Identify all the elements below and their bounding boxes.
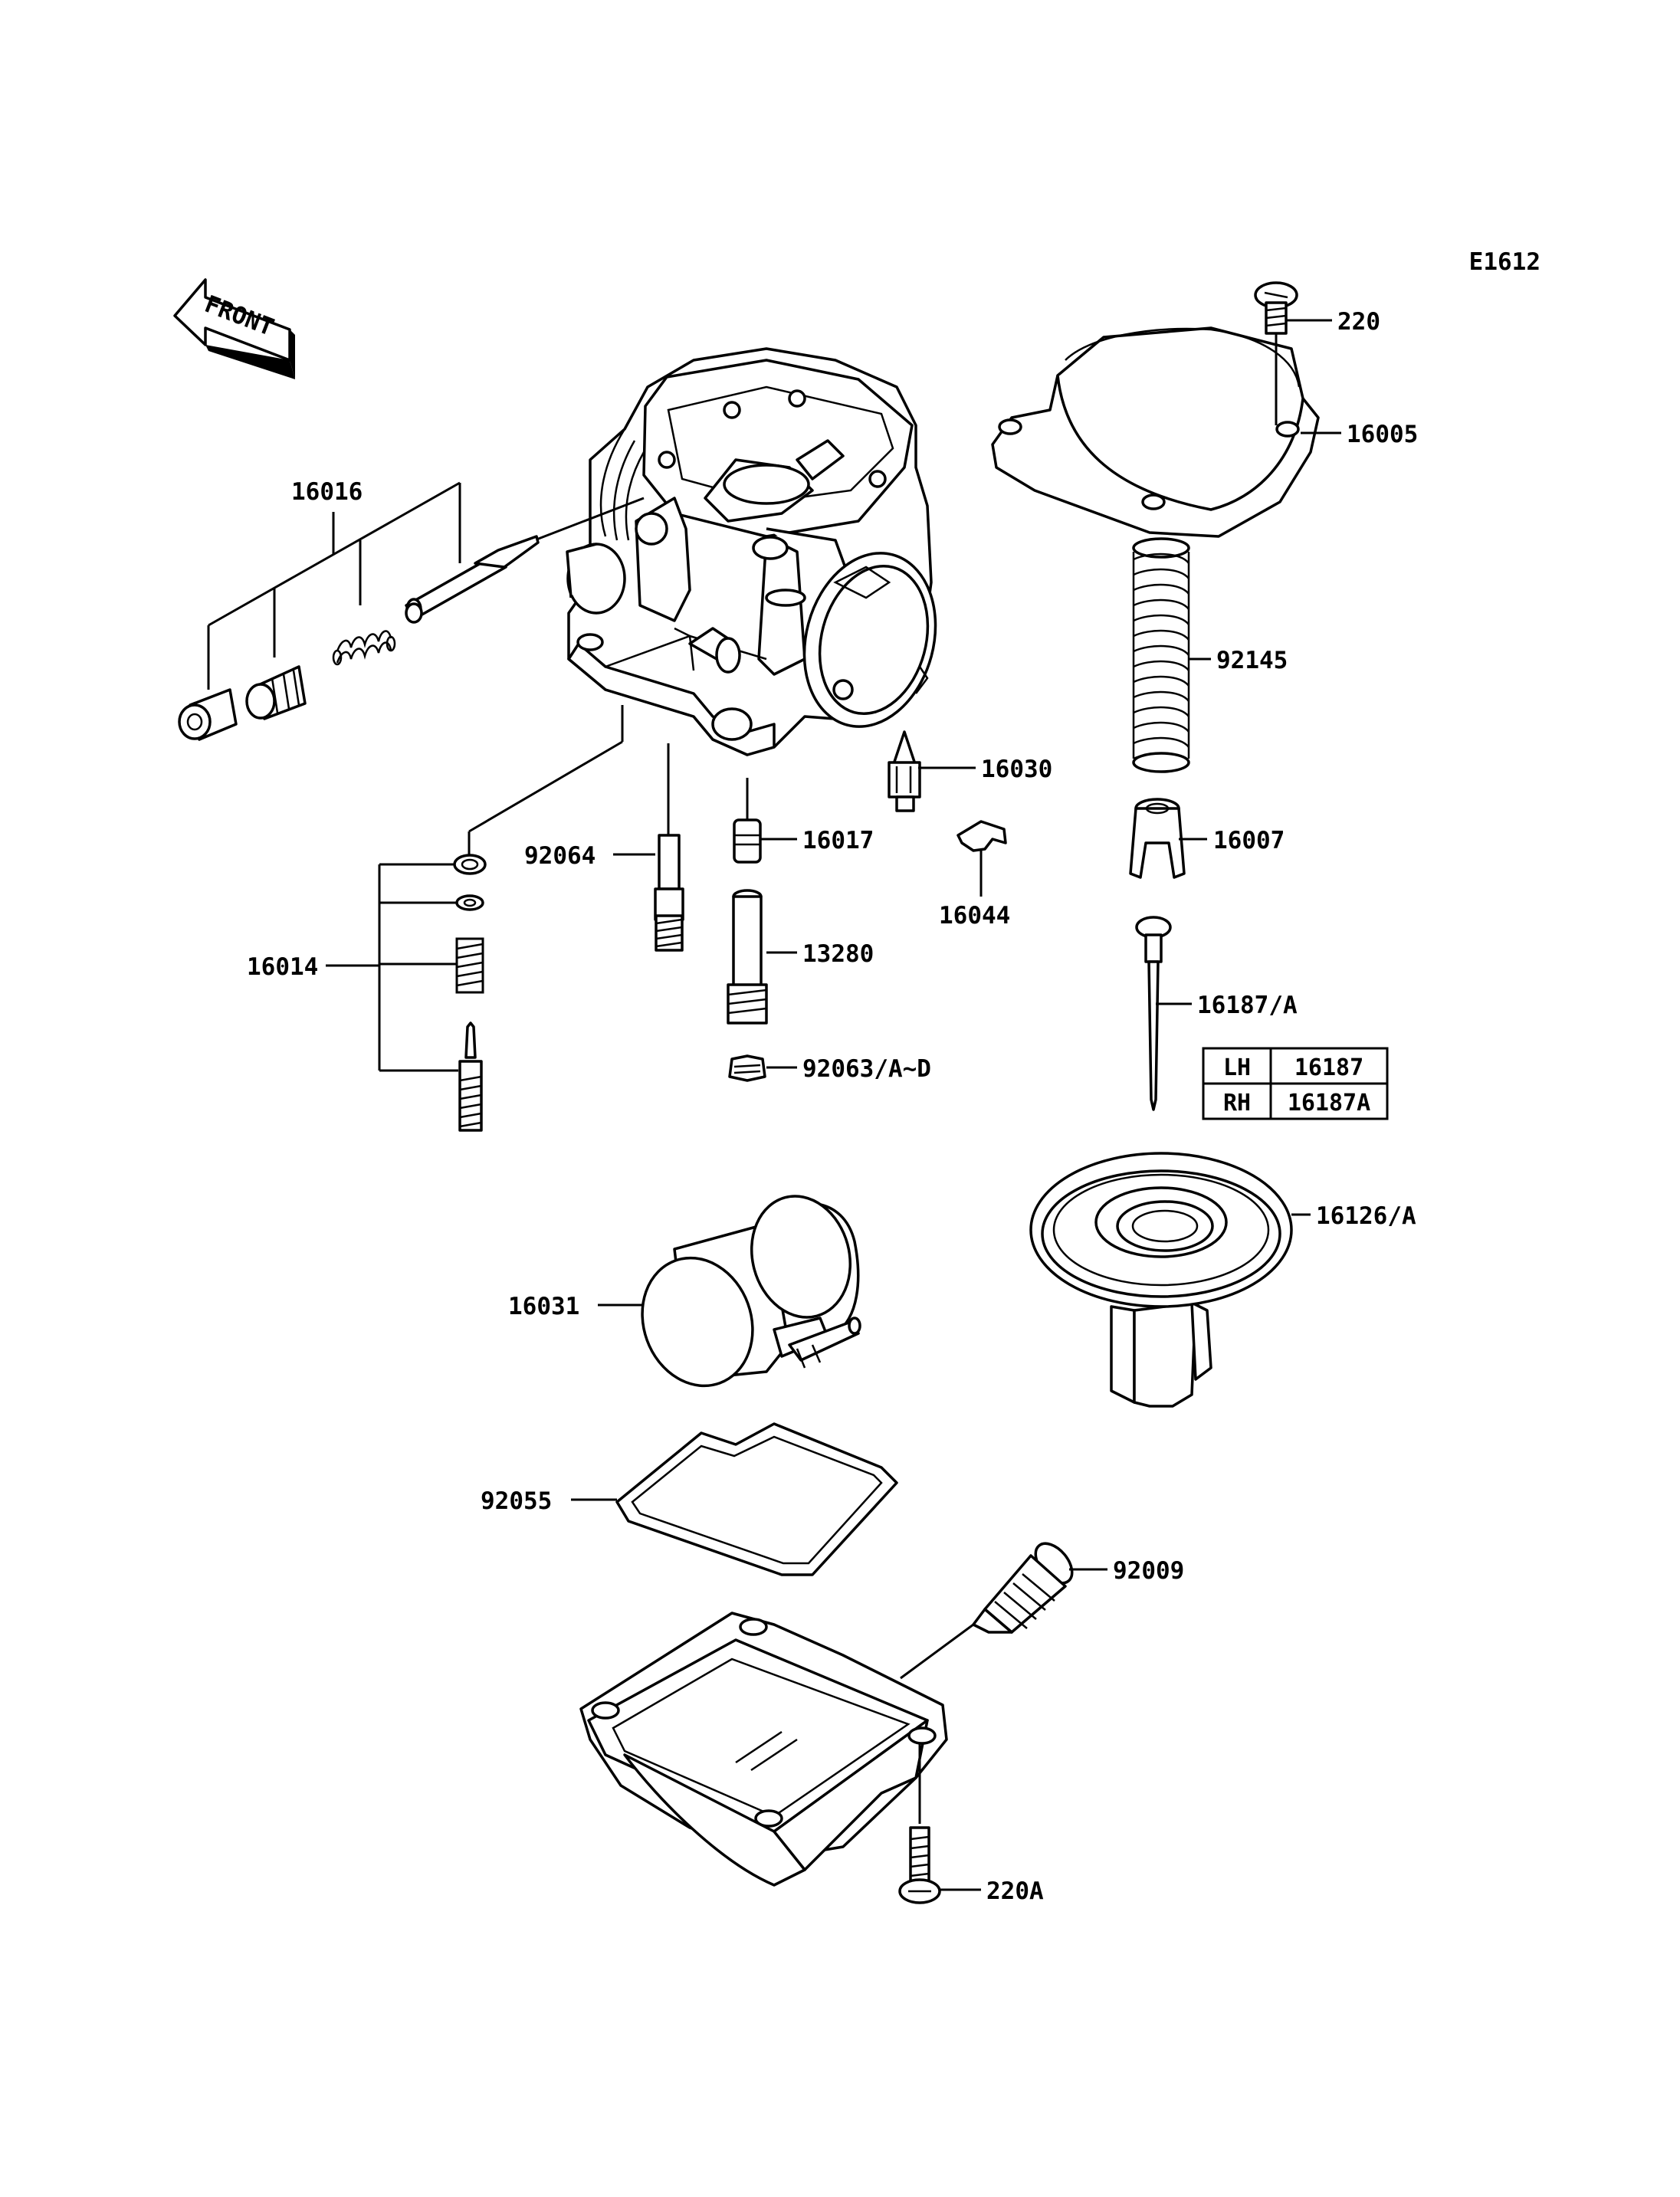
label-220: 220 — [1337, 308, 1380, 336]
table-side-lh: LH — [1223, 1054, 1251, 1081]
label-16014: 16014 — [247, 953, 318, 981]
label-16187A: 16187/A — [1197, 992, 1298, 1019]
callout-labels: 220 16005 16016 92145 16030 92064 16017 … — [247, 308, 1418, 1905]
front-arrow-icon: FRONT — [173, 278, 295, 379]
gasket-92055 — [615, 1422, 898, 1576]
carburetor-body — [566, 347, 937, 756]
holder-16007 — [1129, 798, 1186, 879]
label-16017: 16017 — [802, 827, 874, 854]
label-13280: 13280 — [802, 940, 874, 968]
diaphragm-16126A — [1029, 1152, 1293, 1408]
jet-needle-16187A — [1135, 916, 1172, 1111]
label-16126A: 16126/A — [1316, 1202, 1416, 1230]
label-16016: 16016 — [291, 478, 363, 506]
label-16031: 16031 — [508, 1293, 579, 1320]
float-bowl — [579, 1612, 974, 1887]
float-needle-16030 — [888, 730, 921, 812]
label-92009: 92009 — [1113, 1557, 1184, 1585]
air-screw-set-16014 — [378, 705, 624, 1132]
spring-92145 — [1132, 537, 1190, 773]
jet-92064 — [654, 743, 684, 952]
top-cover-16005 — [991, 322, 1320, 538]
table-side-rh: RH — [1223, 1090, 1251, 1117]
label-16005: 16005 — [1347, 421, 1418, 448]
label-16030: 16030 — [981, 756, 1052, 783]
screw-220 — [1254, 281, 1298, 335]
diagram-code: E1612 — [1469, 248, 1541, 276]
label-92063: 92063/A~D — [802, 1055, 931, 1083]
table-part-rh: 16187A — [1288, 1090, 1370, 1117]
drain-screw-92009 — [972, 1542, 1074, 1634]
screw-220A — [898, 1826, 941, 1904]
label-92064: 92064 — [524, 842, 596, 870]
label-16044: 16044 — [939, 902, 1010, 930]
label-92055: 92055 — [481, 1487, 552, 1515]
callout-leaders — [326, 319, 1341, 1891]
variant-table: LH 16187 RH 16187A — [1202, 1047, 1389, 1120]
label-16007: 16007 — [1213, 827, 1285, 854]
table-part-lh: 16187 — [1294, 1054, 1363, 1081]
label-92145: 92145 — [1216, 647, 1288, 674]
clip-16044 — [956, 820, 1007, 897]
float-16031 — [641, 1195, 861, 1388]
needle-jet-group — [727, 778, 768, 1082]
label-220A: 220A — [986, 1877, 1044, 1905]
pilot-screw-set-16016 — [178, 481, 645, 741]
